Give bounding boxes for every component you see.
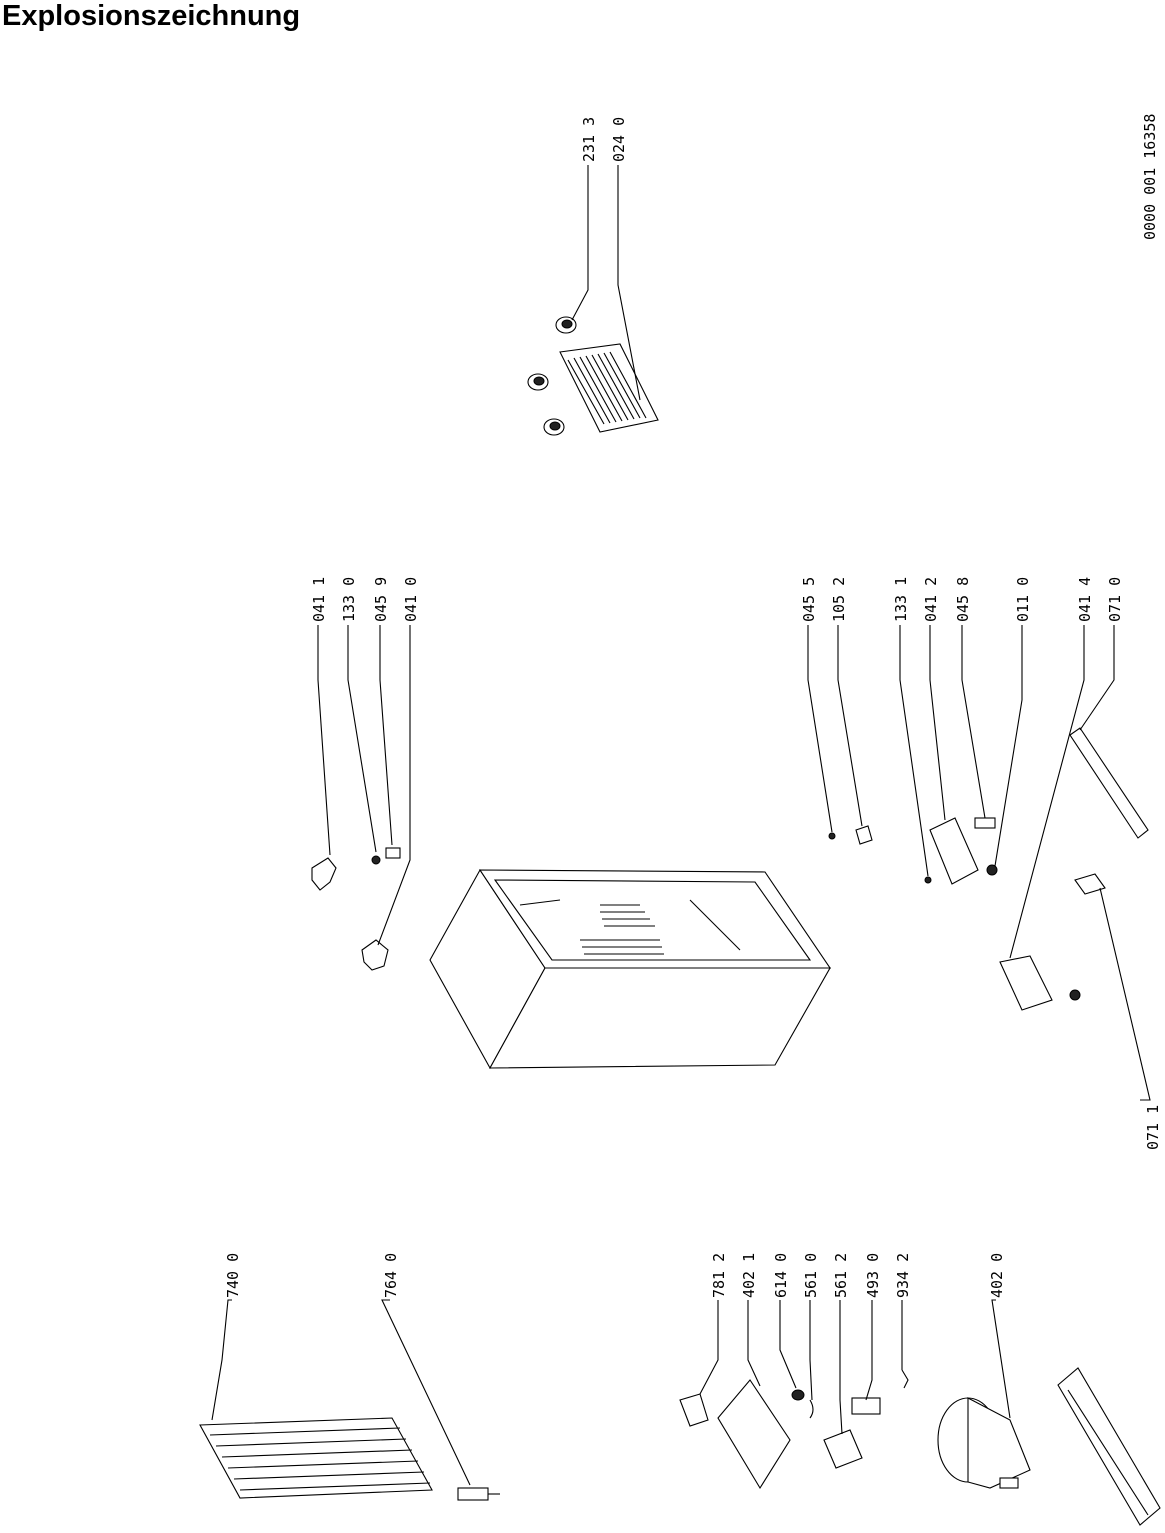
- callout-071-0: 071 0: [1106, 577, 1124, 622]
- upper-hinge: [311, 857, 337, 891]
- lower-hinge-bracket: [361, 939, 389, 971]
- grommet: [791, 1389, 805, 1401]
- callout-041-4: 041 4: [1076, 577, 1094, 622]
- hinge-cap-lower: [924, 876, 932, 884]
- callout-493-0: 493 0: [864, 1253, 882, 1298]
- callout-764-0: 764 0: [382, 1253, 400, 1298]
- clip-bracket: [679, 1393, 709, 1427]
- compressor-accessories: [679, 1369, 909, 1490]
- callout-041-0: 041 0: [402, 577, 420, 622]
- vent-grille-slots: [567, 351, 647, 425]
- callout-011-0: 011 0: [1014, 577, 1032, 622]
- adjustable-foot-3: [543, 418, 565, 436]
- middle-hinge: [929, 817, 979, 885]
- overload-protector: [851, 1397, 881, 1415]
- vent-grille-group: [527, 316, 659, 436]
- filter-drier: [457, 1487, 500, 1501]
- lower-screw: [1069, 989, 1081, 1001]
- callout-614-0: 614 0: [772, 1253, 790, 1298]
- hinge-cap: [371, 855, 381, 865]
- callout-041-2: 041 2: [922, 577, 940, 622]
- wire-clip: [901, 1369, 909, 1389]
- adjustable-foot-1: [555, 316, 577, 334]
- lower-hinge: [999, 955, 1053, 1011]
- adjustable-foot-2: [527, 373, 549, 391]
- screw: [986, 864, 998, 876]
- callout-231-3: 231 3: [580, 117, 598, 162]
- bracket-clip: [1074, 873, 1106, 895]
- drip-tray: [717, 1379, 791, 1490]
- document-id: 0000 001 16358: [1141, 114, 1159, 240]
- callout-934-2: 934 2: [894, 1253, 912, 1298]
- page-title: Explosionszeichnung: [2, 0, 301, 32]
- hinge-bolt: [974, 817, 996, 829]
- callout-740-0: 740 0: [224, 1253, 242, 1298]
- callout-045-9: 045 9: [372, 577, 390, 622]
- hinge-pin: [385, 847, 401, 859]
- compressor-base-plate: [1057, 1367, 1161, 1526]
- relay: [823, 1429, 863, 1469]
- compressor: [937, 1397, 1031, 1489]
- shelf-rail: [519, 899, 561, 906]
- vent-grille: [559, 343, 659, 433]
- callout-133-1: 133 1: [892, 577, 910, 622]
- cabinet-inner-opening: [493, 879, 812, 961]
- crisper-edge: [689, 899, 741, 951]
- evaporator-fins: [580, 904, 664, 955]
- condenser: [199, 1417, 433, 1499]
- door-rail: [1069, 727, 1149, 839]
- callout-041-1: 041 1: [310, 577, 328, 622]
- callout-045-5: 045 5: [800, 577, 818, 622]
- callout-561-2: 561 2: [832, 1253, 850, 1298]
- screw-small: [828, 832, 836, 840]
- upper-hinge-group: [311, 847, 401, 971]
- callout-402-1: 402 1: [740, 1253, 758, 1298]
- door-hinge-hardware: [828, 727, 1149, 1011]
- callout-133-0: 133 0: [340, 577, 358, 622]
- spring-clip: [809, 1399, 814, 1419]
- cover-cap: [855, 825, 873, 845]
- callout-045-8: 045 8: [954, 577, 972, 622]
- callout-561-0: 561 0: [802, 1253, 820, 1298]
- callout-024-0: 024 0: [610, 117, 628, 162]
- callout-071-1: 071 1: [1144, 1105, 1162, 1150]
- cabinet-back: [489, 967, 831, 1069]
- callout-105-2: 105 2: [830, 577, 848, 622]
- callout-402-0: 402 0: [988, 1253, 1006, 1298]
- callout-781-2: 781 2: [710, 1253, 728, 1298]
- cabinet: [429, 868, 832, 1070]
